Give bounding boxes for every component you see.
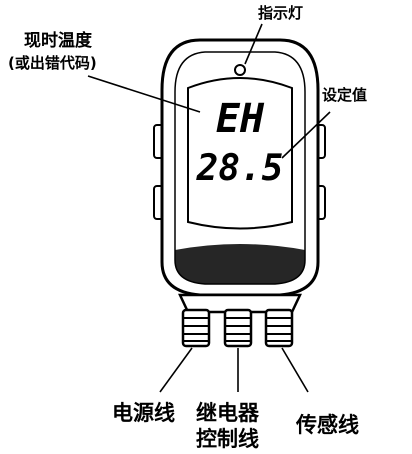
leader-sensor — [281, 347, 309, 393]
label-indicator: 指示灯 — [258, 4, 303, 22]
indicator-led — [234, 64, 246, 76]
display-bottom-readout: 28.5 — [196, 148, 284, 189]
label-relay-control-2: 控制线 — [196, 427, 259, 451]
leader-power — [159, 347, 193, 393]
leader-set-value — [281, 111, 331, 159]
display-panel — [187, 77, 293, 230]
label-sensor-line: 传感线 — [295, 413, 359, 437]
label-current-temp: 现时温度 — [24, 30, 93, 51]
label-relay-control-1: 继电器 — [196, 401, 260, 425]
label-power-line: 电源线 — [112, 401, 175, 425]
housing-lower-band — [175, 244, 305, 284]
cable-gland-relay — [223, 308, 253, 348]
cable-gland-power — [181, 308, 211, 348]
leader-current-temp — [87, 75, 201, 113]
display-top-readout: EH — [216, 96, 265, 142]
label-set-value: 设定值 — [322, 86, 367, 104]
label-current-temp-note: (或出错代码) — [8, 54, 97, 72]
cable-gland-sensor — [264, 308, 294, 348]
leader-indicator — [244, 23, 263, 65]
